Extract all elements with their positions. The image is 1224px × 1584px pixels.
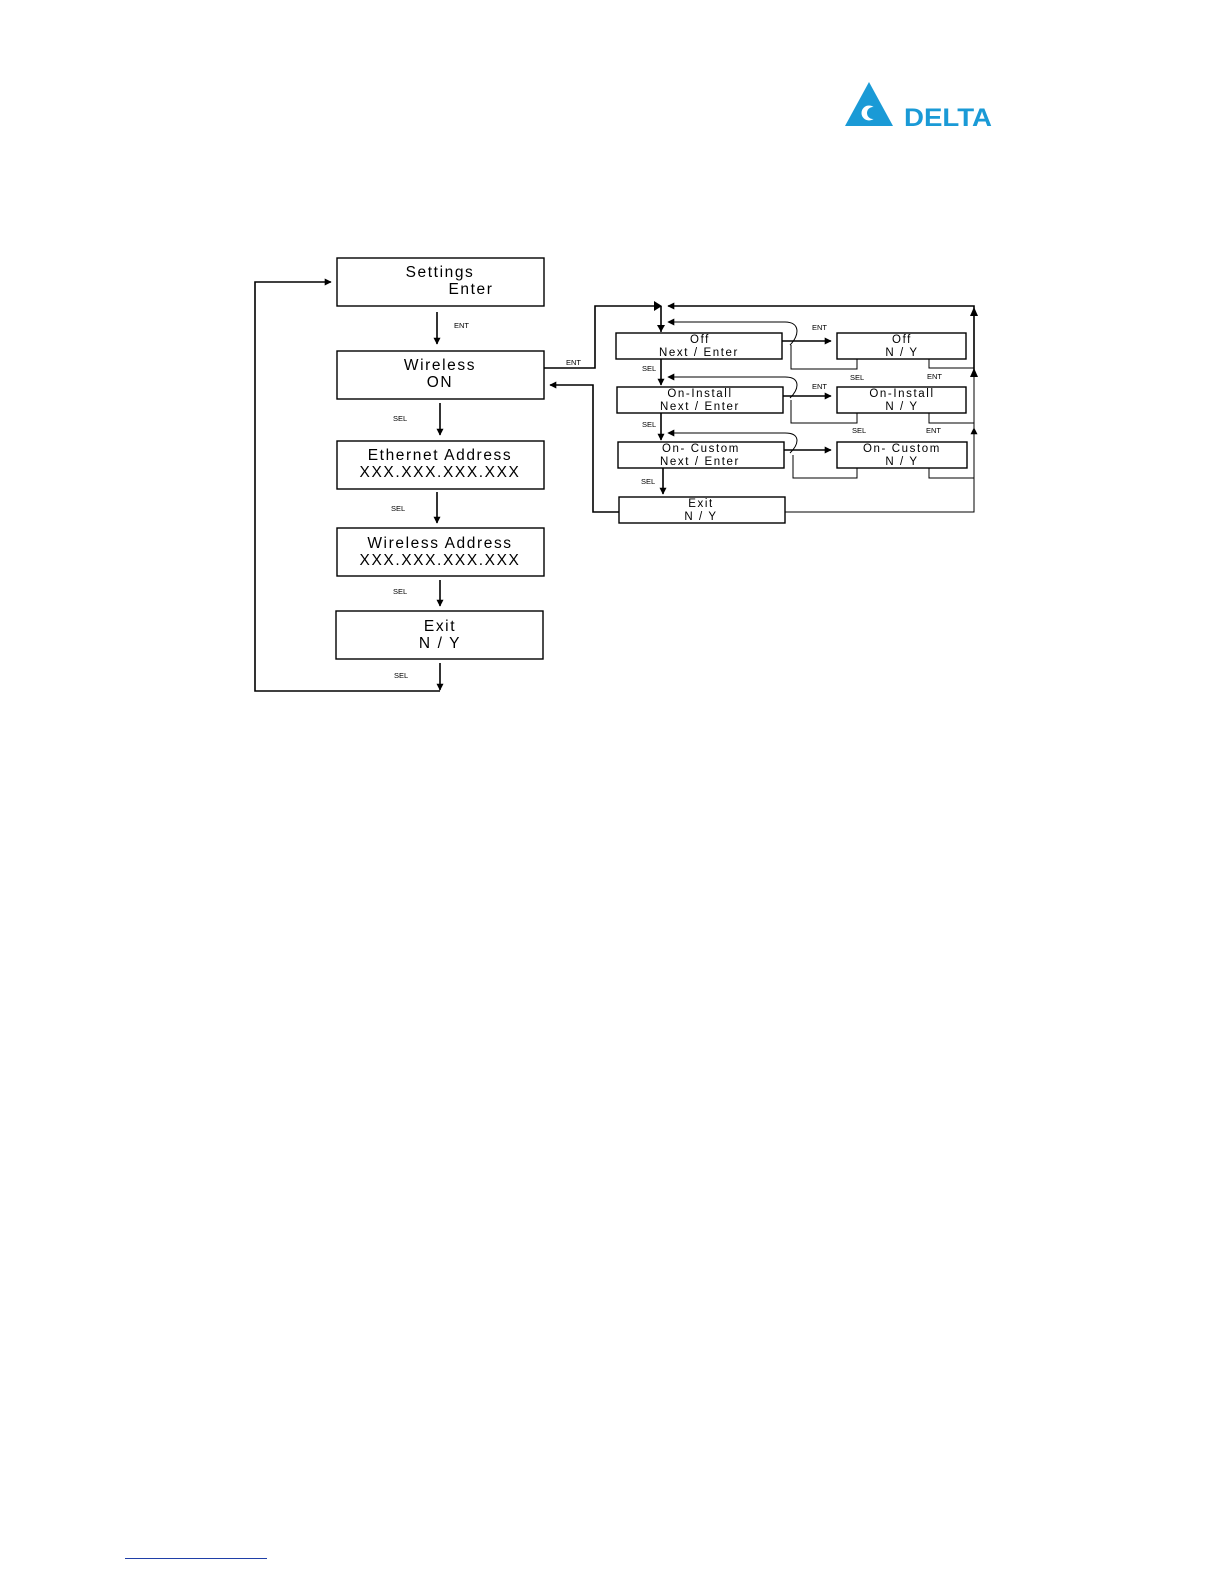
sub-exit-back-to-wireless xyxy=(550,385,619,512)
on-custom-confirm-title: On- Custom xyxy=(863,443,941,455)
on-install-actions: Next / Enter xyxy=(660,401,740,413)
ethernet-address-value: XXX.XXX.XXX.XXX xyxy=(360,464,521,481)
off-ent-return xyxy=(929,359,974,368)
tag-ent-install-y: ENT xyxy=(926,426,941,435)
main-exit-title: Exit xyxy=(424,618,456,635)
sub-exit-to-right-column xyxy=(785,428,974,512)
delta-logo: DELTA xyxy=(845,82,992,132)
on-custom-actions: Next / Enter xyxy=(660,456,740,468)
wireless-address-title: Wireless Address xyxy=(367,535,512,552)
off-confirm-title: Off xyxy=(892,334,912,346)
on-install-title: On-Install xyxy=(667,388,732,400)
tag-ent-submenu: ENT xyxy=(566,358,581,367)
sub-exit-title: Exit xyxy=(688,498,714,510)
tag-sel-3: SEL xyxy=(393,587,407,596)
wireless-title: Wireless xyxy=(404,357,476,374)
on-custom-confirm-options: N / Y xyxy=(885,456,918,468)
tag-sel-sub-1: SEL xyxy=(642,364,656,373)
tag-sel-sub-2: SEL xyxy=(642,420,656,429)
tag-ent-off-y: ENT xyxy=(927,372,942,381)
sub-exit-options: N / Y xyxy=(684,511,717,523)
tag-sel-sub-3: SEL xyxy=(641,477,655,486)
on-custom-title: On- Custom xyxy=(662,443,740,455)
tag-ent-install: ENT xyxy=(812,382,827,391)
ethernet-address-title: Ethernet Address xyxy=(368,447,513,464)
off-confirm-options: N / Y xyxy=(885,347,918,359)
on-install-confirm-options: N / Y xyxy=(885,401,918,413)
brand-name: DELTA xyxy=(904,104,992,132)
tag-sel-off: SEL xyxy=(850,373,864,382)
main-menu-column: Settings Enter Wireless ON Ethernet Addr… xyxy=(255,258,544,691)
footer-rule xyxy=(125,1558,267,1559)
off-actions: Next / Enter xyxy=(659,347,739,359)
tag-sel-install: SEL xyxy=(852,426,866,435)
settings-action: Enter xyxy=(448,281,493,298)
on-install-confirm-title: On-Install xyxy=(869,388,934,400)
tag-ent-main: ENT xyxy=(454,321,469,330)
wireless-sub-menu: ENT Off Next / Enter Off N / Y ENT SEL E… xyxy=(544,301,978,523)
tag-sel-1: SEL xyxy=(393,414,407,423)
tag-sel-2: SEL xyxy=(391,504,405,513)
tag-sel-4: SEL xyxy=(394,671,408,680)
wireless-address-value: XXX.XXX.XXX.XXX xyxy=(360,552,521,569)
settings-title: Settings xyxy=(406,264,475,281)
tag-ent-off: ENT xyxy=(812,323,827,332)
main-exit-options: N / Y xyxy=(419,635,461,652)
wireless-state: ON xyxy=(427,374,453,391)
off-title: Off xyxy=(690,334,710,346)
